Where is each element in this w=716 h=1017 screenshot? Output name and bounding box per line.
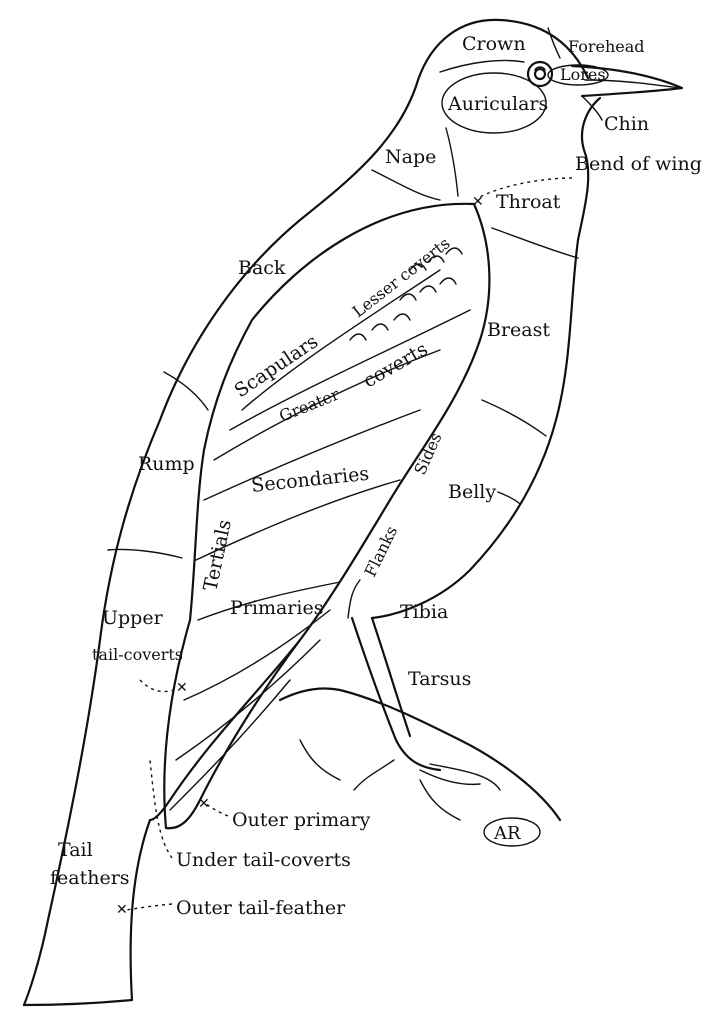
label-outer-primary: Outer primary (232, 809, 371, 831)
label-tarsus: Tarsus (408, 668, 471, 690)
label-breast: Breast (487, 319, 550, 341)
label-outer-tail-feather: Outer tail-feather (176, 897, 346, 919)
label-belly: Belly (448, 481, 496, 503)
labels: Crown Forehead Lores Auriculars Chin Nap… (50, 33, 702, 919)
label-crown: Crown (462, 33, 526, 55)
label-primaries: Primaries (230, 597, 323, 619)
label-forehead: Forehead (568, 37, 645, 56)
pointer-lines: ✕ ✕ ✕ ✕ (116, 178, 572, 918)
wing (164, 204, 489, 828)
label-chin: Chin (604, 113, 649, 135)
label-sides: Sides (410, 430, 445, 478)
upper-tail-coverts-marker: ✕ (176, 680, 188, 696)
label-flanks: Flanks (361, 523, 402, 580)
label-tail-coverts: tail-coverts (92, 645, 183, 664)
outer-primary-marker: ✕ (198, 796, 210, 812)
bend-of-wing-marker: ✕ (472, 194, 484, 210)
label-tibia: Tibia (400, 601, 448, 623)
label-greater: Greater (276, 384, 342, 425)
label-bend-of-wing: Bend of wing (575, 153, 702, 175)
label-upper: Upper (102, 607, 164, 629)
label-back: Back (238, 257, 286, 279)
label-under-tail-coverts: Under tail-coverts (176, 849, 351, 871)
leg-and-perch (280, 618, 560, 820)
label-auriculars: Auriculars (447, 93, 548, 115)
label-lores: Lores (560, 65, 606, 84)
label-nape: Nape (385, 146, 436, 168)
label-throat: Throat (496, 191, 561, 213)
label-feathers: feathers (50, 867, 130, 889)
outer-tail-feather-marker: ✕ (116, 902, 128, 918)
label-scapulars: Scapulars (230, 330, 322, 402)
label-rump: Rump (138, 453, 195, 475)
artist-monogram: AR (484, 818, 540, 846)
monogram-text: AR (493, 823, 521, 844)
label-lesser-coverts: Lesser coverts (349, 233, 454, 321)
label-secondaries: Secondaries (250, 463, 370, 497)
label-tail: Tail (58, 839, 93, 861)
